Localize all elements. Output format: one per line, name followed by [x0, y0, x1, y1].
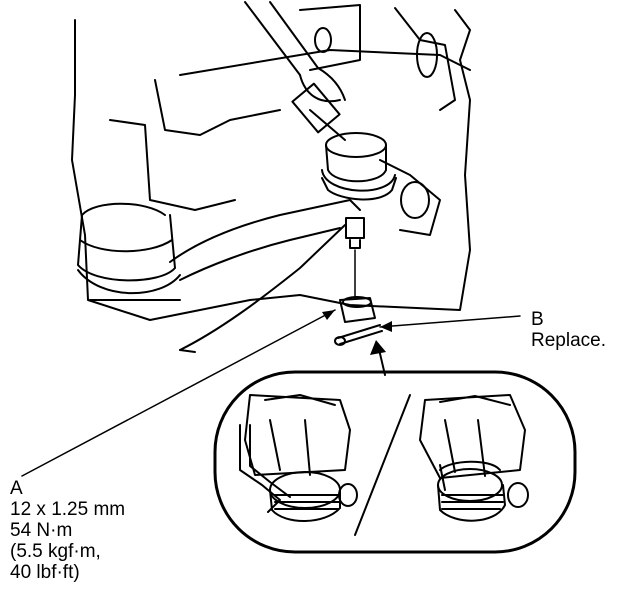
detail-left-nut — [239, 394, 358, 522]
tie-rod-end — [169, 132, 397, 353]
callout-a-line-3: (5.5 kgf·m, — [10, 541, 101, 562]
callout-b-letter: B — [531, 309, 544, 330]
detail-inset — [213, 370, 577, 554]
callout-a-letter: A — [10, 478, 23, 499]
leader-line-a — [21, 309, 336, 477]
callout-a-line-1: 12 x 1.25 mm — [10, 499, 126, 520]
callout-b: B Replace. — [531, 309, 606, 351]
tie-rod — [244, 1, 346, 141]
callout-a: A 12 x 1.25 mm 54 N·m (5.5 kgf·m, 40 lbf… — [10, 478, 125, 583]
detail-right-nut — [419, 394, 529, 522]
lower-ball-joint — [77, 202, 181, 301]
knuckle-outline — [71, 4, 471, 321]
callout-a-line-2: 54 N·m — [10, 520, 73, 541]
castle-nut — [339, 296, 376, 323]
callout-a-line-4: 40 lbf·ft) — [10, 562, 80, 583]
callout-b-text: Replace. — [531, 330, 606, 351]
leader-line-b — [379, 315, 521, 328]
cotter-pin — [334, 324, 383, 346]
detail-divider — [354, 394, 411, 536]
